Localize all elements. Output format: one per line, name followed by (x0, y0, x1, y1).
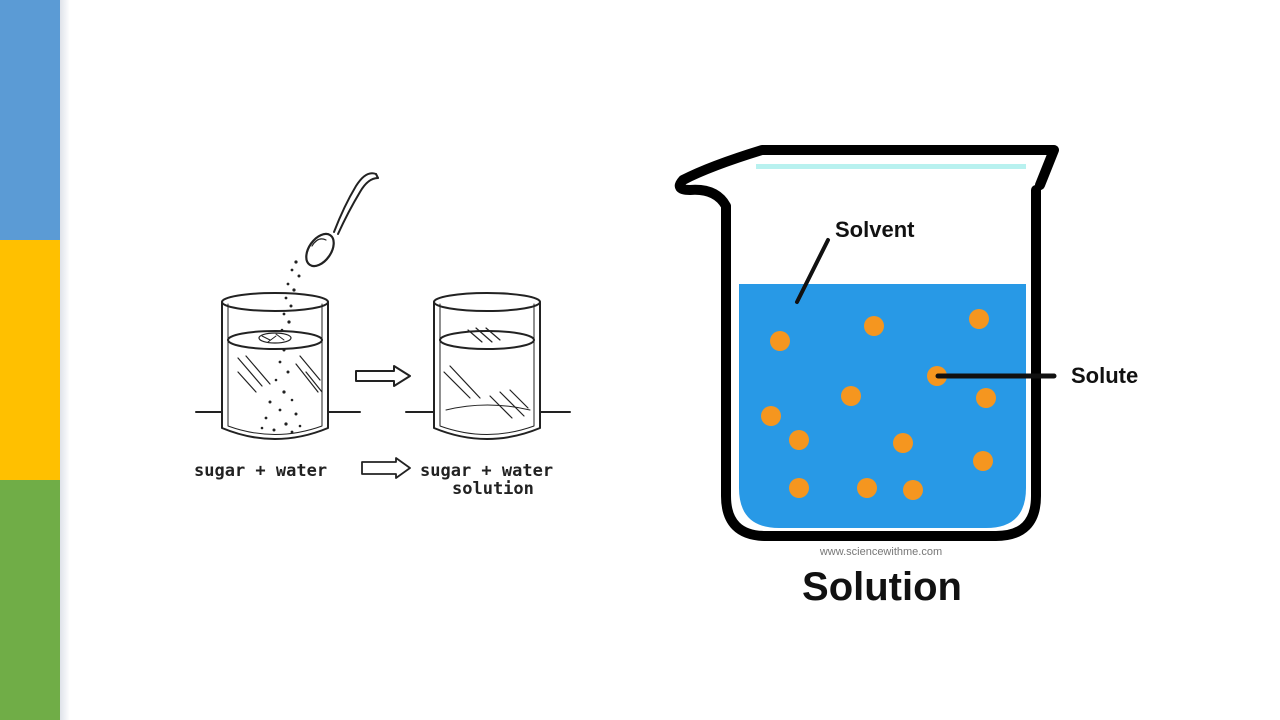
label-solute: Solute (1071, 363, 1138, 388)
solute-particle (969, 309, 989, 329)
solute-particle (761, 406, 781, 426)
glass-icon (433, 292, 541, 440)
beaker-rim-highlight (756, 164, 1026, 169)
beaker-outline (674, 145, 1059, 541)
arrow-right-icon (355, 365, 411, 387)
diagram-title: Solution (802, 565, 962, 609)
dissolving-sugar-grains (260, 348, 302, 434)
sugar-water-sketch: sugar + water sugar + water solution (194, 172, 571, 499)
solute-particle (789, 478, 809, 498)
label-solvent: Solvent (835, 217, 915, 242)
solute-particle (857, 478, 877, 498)
spoon-icon (305, 172, 379, 268)
solvent-pointer-line (795, 238, 830, 304)
caption-solution: solution (452, 479, 534, 499)
website-credit: www.sciencewithme.com (819, 546, 942, 558)
solute-particle (864, 316, 884, 336)
accent-band-green (0, 480, 60, 720)
accent-band-blue (0, 0, 60, 240)
accent-bar-shadow (60, 0, 70, 720)
solvent-liquid (739, 284, 1026, 528)
solute-particle (789, 430, 809, 450)
solution-beaker-diagram: Solvent Solute www.sciencewithme.com Sol… (674, 145, 1138, 609)
solute-particle (903, 480, 923, 500)
glass-icon (221, 292, 329, 440)
caption-sugar-water-result: sugar + water (420, 461, 553, 481)
slide-accent-bar (0, 0, 70, 720)
accent-band-yellow (0, 240, 60, 480)
solute-particle (893, 433, 913, 453)
solute-particle (973, 451, 993, 471)
solute-particle (770, 331, 790, 351)
caption-sugar-water: sugar + water (194, 461, 327, 481)
solute-particle (841, 386, 861, 406)
arrow-right-icon (361, 457, 411, 479)
falling-sugar-grains (280, 260, 301, 332)
solute-particle (976, 388, 996, 408)
